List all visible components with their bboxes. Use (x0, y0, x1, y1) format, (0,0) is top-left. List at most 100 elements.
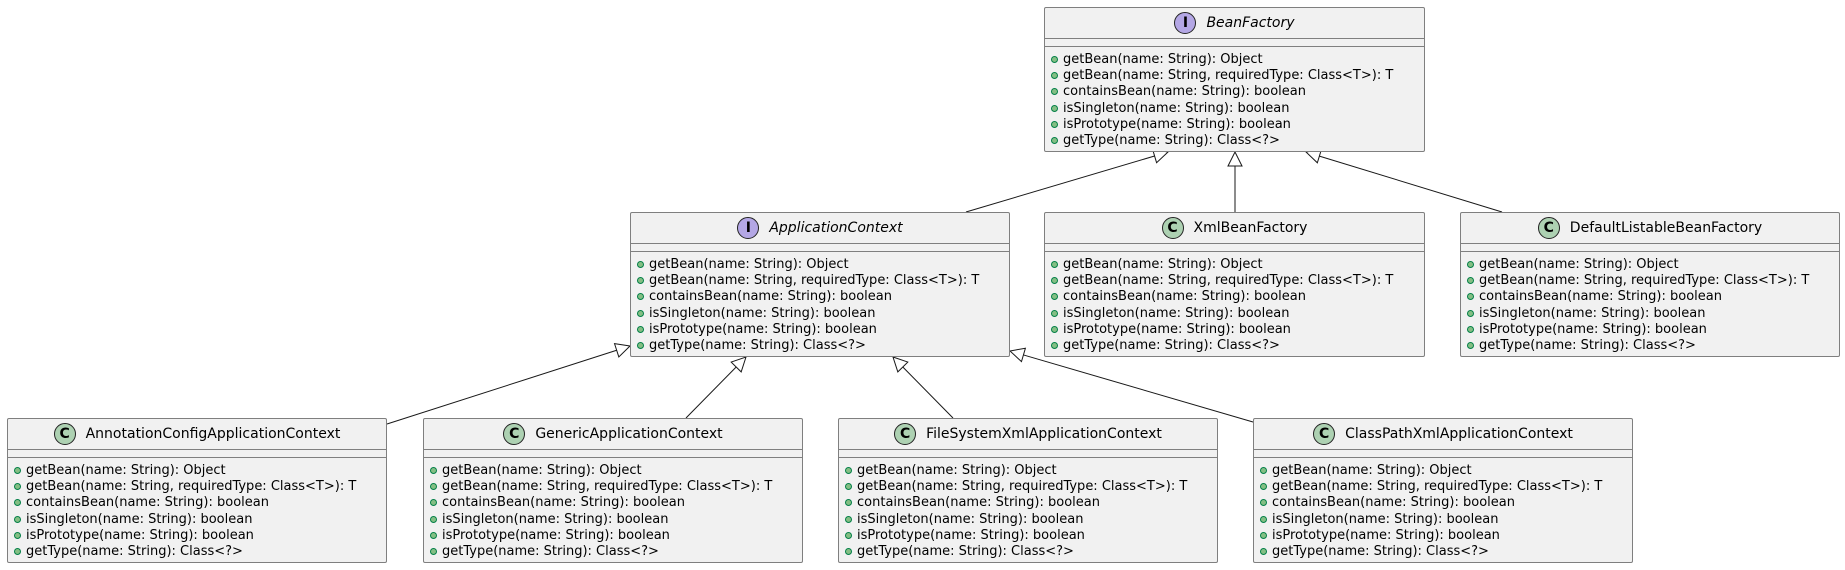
public-visibility-icon (845, 515, 852, 523)
public-visibility-icon (637, 309, 644, 317)
public-visibility-icon (1260, 499, 1267, 507)
method-signature: getType(name: String): Class<?> (1063, 338, 1280, 354)
method-row: getBean(name: String, requiredType: Clas… (430, 478, 802, 494)
public-visibility-icon (1051, 325, 1058, 333)
method-row: isPrototype(name: String): boolean (1051, 116, 1424, 132)
public-visibility-icon (1467, 276, 1474, 284)
class-name: GenericApplicationContext (535, 426, 723, 442)
generalization-arrowhead (730, 356, 747, 373)
public-visibility-icon (1051, 260, 1058, 268)
method-signature: getBean(name: String, requiredType: Clas… (442, 478, 773, 494)
class-name: FileSystemXmlApplicationContext (926, 426, 1162, 442)
method-signature: getBean(name: String): Object (857, 462, 1057, 478)
public-visibility-icon (14, 531, 21, 539)
method-signature: isPrototype(name: String): boolean (1063, 116, 1291, 132)
method-row: isSingleton(name: String): boolean (1051, 305, 1424, 321)
public-visibility-icon (637, 276, 644, 284)
method-row: containsBean(name: String): boolean (1051, 289, 1424, 305)
class-box-file-system-xml-application-context: C FileSystemXmlApplicationContext getBean(… (838, 418, 1218, 563)
public-visibility-icon (14, 499, 21, 507)
edge-class-path-xml-application-context-to-application-context (1023, 354, 1254, 423)
method-row: containsBean(name: String): boolean (430, 495, 802, 511)
method-signature: getType(name: String): Class<?> (26, 544, 243, 560)
method-row: containsBean(name: String): boolean (14, 495, 386, 511)
method-signature: getType(name: String): Class<?> (1479, 338, 1696, 354)
public-visibility-icon (1051, 120, 1058, 128)
class-name: AnnotationConfigApplicationContext (85, 426, 341, 442)
public-visibility-icon (430, 531, 437, 539)
method-signature: getBean(name: String, requiredType: Clas… (26, 478, 357, 494)
method-row: isSingleton(name: String): boolean (845, 511, 1217, 527)
class-icon: C (894, 423, 917, 445)
method-row: getType(name: String): Class<?> (1260, 543, 1632, 559)
method-row: getBean(name: String, requiredType: Clas… (1260, 478, 1632, 494)
class-icon: C (1161, 217, 1184, 239)
public-visibility-icon (14, 466, 21, 474)
method-row: isPrototype(name: String): boolean (845, 527, 1217, 543)
method-signature: getBean(name: String, requiredType: Clas… (1063, 67, 1394, 83)
public-visibility-icon (1260, 482, 1267, 490)
method-signature: containsBean(name: String): boolean (1063, 289, 1306, 305)
method-signature: isSingleton(name: String): boolean (1063, 305, 1290, 321)
interface-icon: I (1174, 12, 1197, 34)
generalization-arrowhead (613, 342, 632, 358)
method-signature: isSingleton(name: String): boolean (1272, 511, 1499, 527)
fields-compartment (1254, 450, 1632, 458)
method-row: containsBean(name: String): boolean (1051, 84, 1424, 100)
interface-icon: I (737, 217, 760, 239)
public-visibility-icon (1260, 531, 1267, 539)
method-signature: getBean(name: String, requiredType: Clas… (1063, 272, 1394, 288)
method-signature: isPrototype(name: String): boolean (442, 527, 670, 543)
generalization-arrowhead (892, 356, 909, 373)
public-visibility-icon (1467, 342, 1474, 350)
public-visibility-icon (1467, 293, 1474, 301)
method-signature: getType(name: String): Class<?> (857, 544, 1074, 560)
edge-annotation-config-application-context-to-application-context (386, 349, 617, 425)
method-signature: isPrototype(name: String): boolean (1272, 527, 1500, 543)
fields-compartment (1461, 244, 1839, 252)
method-row: containsBean(name: String): boolean (1467, 289, 1839, 305)
public-visibility-icon (430, 482, 437, 490)
method-row: getBean(name: String, requiredType: Clas… (637, 272, 1009, 288)
class-icon: C (503, 423, 526, 445)
method-row: getType(name: String): Class<?> (1051, 132, 1424, 148)
method-row: getBean(name: String): Object (1260, 462, 1632, 478)
method-row: isSingleton(name: String): boolean (1260, 511, 1632, 527)
method-signature: isSingleton(name: String): boolean (1063, 100, 1290, 116)
method-row: getBean(name: String): Object (1051, 256, 1424, 272)
method-row: getType(name: String): Class<?> (14, 543, 386, 559)
method-signature: isPrototype(name: String): boolean (857, 527, 1085, 543)
public-visibility-icon (845, 531, 852, 539)
fields-compartment (424, 450, 802, 458)
method-row: getBean(name: String): Object (430, 462, 802, 478)
method-signature: isSingleton(name: String): boolean (26, 511, 253, 527)
public-visibility-icon (1051, 71, 1058, 79)
public-visibility-icon (1467, 325, 1474, 333)
public-visibility-icon (14, 548, 21, 556)
method-signature: containsBean(name: String): boolean (1479, 289, 1722, 305)
method-signature: getBean(name: String): Object (26, 462, 226, 478)
method-row: isPrototype(name: String): boolean (14, 527, 386, 543)
method-row: getBean(name: String): Object (14, 462, 386, 478)
method-row: getType(name: String): Class<?> (430, 543, 802, 559)
method-signature: getBean(name: String, requiredType: Clas… (1272, 478, 1603, 494)
edge-default-listable-bean-factory-to-bean-factory (1319, 155, 1503, 213)
method-row: getBean(name: String): Object (637, 256, 1009, 272)
method-row: getBean(name: String): Object (1467, 256, 1839, 272)
public-visibility-icon (1260, 515, 1267, 523)
fields-compartment (631, 244, 1009, 252)
method-signature: containsBean(name: String): boolean (857, 495, 1100, 511)
class-name: ClassPathXmlApplicationContext (1345, 426, 1573, 442)
method-signature: isPrototype(name: String): boolean (649, 321, 877, 337)
